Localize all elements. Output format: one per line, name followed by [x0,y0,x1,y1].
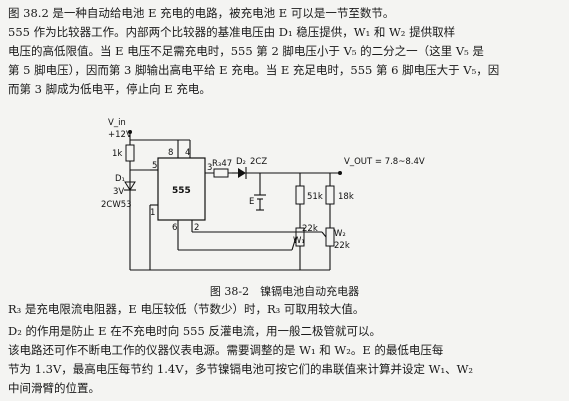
pin4-label: 4 [185,148,190,158]
paragraph-5: 而第 3 脚成为低电平，停止向 E 充电。 [8,82,211,96]
figure-caption: 图 38-2 镍镉电池自动充电器 [209,285,360,298]
vout-label: V_OUT = 7.8~8.4V [344,157,425,167]
w1-value: 22k [302,224,318,234]
pin5-label: 5 [152,161,157,171]
w1-wiper [291,236,297,251]
pin8-label: 8 [168,148,173,158]
vin-value: +12V [108,130,132,140]
w2-wiper [321,231,327,238]
paragraph-8: 该电路还可作不断电工作的仪器仪表电源。需要调整的是 W₁ 和 W₂。E 的最低电… [8,343,444,357]
paragraph-6: R₃ 是充电限流电阻器，E 电压较低（节数少）时，R₃ 可取用较大值。 [8,302,365,316]
paragraph-7: D₂ 的作用是防止 E 在不充电时向 555 反灌电流，用一般二极管就可以。 [8,324,381,338]
r3-resistor [213,168,229,178]
vin-label: V_in [108,118,126,128]
d2-diode-icon [238,168,246,178]
d2-model: 2CZ [250,157,267,167]
r1-label: 1k [112,149,122,159]
paragraph-1: 图 38.2 是一种自动给电池 E 充电的电路，被充电池 E 可以是一节至数节。 [8,6,395,20]
paragraph-3: 电压的高低限值。当 E 电压不足需充电时，555 第 2 脚电压小于 V₅ 的二… [8,44,484,58]
r-18k-resistor [325,185,335,205]
ic-555 [157,157,206,221]
d1-model: 2CW53 [101,200,132,210]
battery-label: E [249,197,254,207]
pin6-label: 6 [172,223,177,233]
supply-terminal [128,130,132,134]
paragraph-4: 第 5 脚电压），因而第 3 脚输出高电平给 E 充电。当 E 充足电时，555… [8,63,500,77]
paragraph-9: 节为 1.3V，最高电压每节约 1.4V，多节镍镉电池可按它们的串联值来计算并设… [8,362,474,376]
d1-zener-icon [124,181,136,191]
w2-potentiometer [325,227,335,247]
paragraph-10: 中间滑臂的位置。 [8,381,100,395]
ic-label: 555 [172,186,191,196]
w2-label: W₂ [334,229,346,239]
d1-voltage: 3V [113,187,124,197]
pin3-label: 3 [207,163,212,173]
r-51k-label: 51k [307,192,323,202]
r-51k-resistor [295,185,305,205]
w2-value: 22k [334,241,350,251]
w1-label: W₁ [293,236,305,246]
pin2-label: 2 [194,223,199,233]
paragraph-2: 555 作为比较器工作。内部两个比较器的基准电压由 D₁ 稳压提供，W₁ 和 W… [8,25,456,39]
d2-label: D₂ [236,157,246,167]
r3-label: R₃47 [212,159,232,169]
r1-resistor [125,144,135,162]
d1-label: D₁ [115,174,125,184]
pin1-label: 1 [150,208,155,218]
output-terminal [338,171,342,175]
r-18k-label: 18k [338,192,354,202]
